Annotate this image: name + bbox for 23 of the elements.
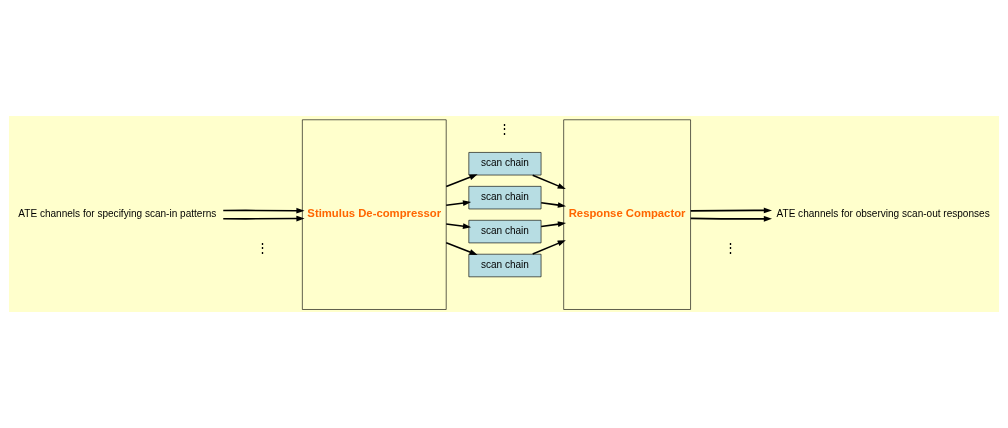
node-box: scan chain	[468, 186, 542, 210]
arrow	[540, 201, 567, 208]
arrow	[531, 174, 566, 190]
arrow	[540, 221, 567, 228]
node-text: ATE channels for observing scan-out responses	[776, 208, 990, 220]
node-box: scan chain	[468, 219, 542, 244]
arrow	[445, 241, 478, 255]
arrow	[689, 216, 772, 222]
arrow	[222, 215, 305, 222]
node-box: scan chain	[468, 152, 542, 176]
arrow	[531, 240, 566, 255]
label: ⋮	[723, 241, 737, 256]
node-text: ATE channels for specifying scan-in patterns	[18, 208, 217, 220]
label: ⋮	[256, 241, 270, 256]
arrow	[222, 207, 305, 214]
arrow	[689, 207, 772, 214]
node-box: scan chain	[468, 253, 542, 278]
arrow	[445, 174, 478, 188]
node-box: Response Compactor	[563, 119, 691, 310]
node-box: Stimulus De-compressor	[302, 119, 447, 310]
label: ⋮	[498, 121, 512, 136]
arrow	[445, 223, 472, 229]
arrow	[445, 200, 472, 207]
